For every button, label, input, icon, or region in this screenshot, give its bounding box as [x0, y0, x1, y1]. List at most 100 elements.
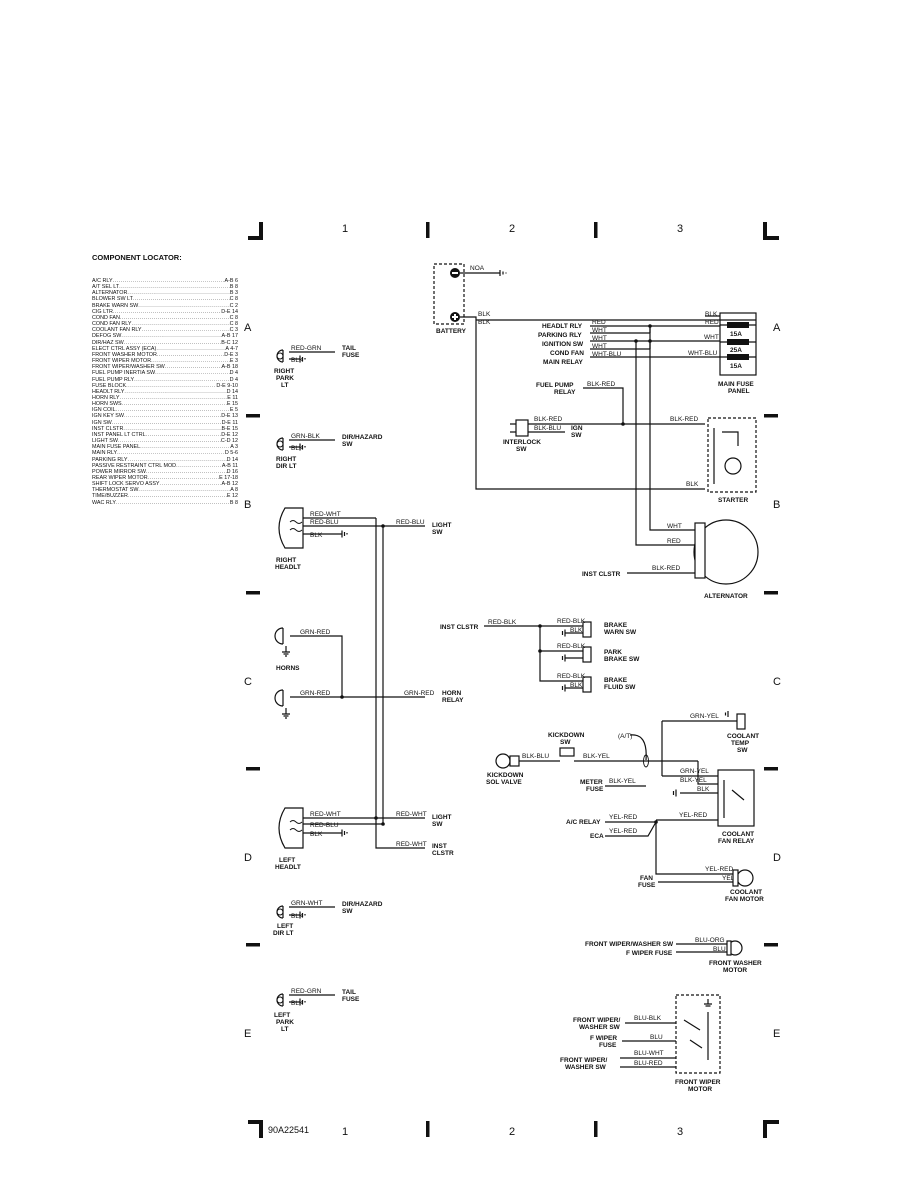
locator-row: WAC RLY ................................… — [92, 500, 238, 506]
locator-leader-dots: ........................................… — [115, 407, 230, 414]
row-label-b-right: B — [773, 499, 780, 511]
locator-row: IGN SW .................................… — [92, 420, 238, 426]
wire-yel-red-ac: YEL-RED — [609, 814, 637, 821]
row-label-c-left: C — [244, 676, 252, 688]
tail-fuse-label-2a: TAIL — [342, 989, 356, 996]
wire-blk-yel-relay: BLK-YEL — [680, 777, 707, 784]
wire-blk-red-alternator: BLK-RED — [652, 565, 680, 572]
interlock-sw: INTERLOCK SW — [503, 419, 541, 453]
brake-warn-sw-label-2: WARN SW — [604, 629, 637, 636]
ign-sw-label-1: IGN — [571, 425, 583, 432]
label-meter-fuse-2: FUSE — [586, 786, 604, 793]
locator-leader-dots: ........................................… — [127, 456, 227, 463]
component-locator-list: A/C RLY ................................… — [92, 278, 238, 506]
wire-blk-right-dir: BLK — [291, 445, 304, 452]
wire-blk-red-starter: BLK-RED — [670, 416, 698, 423]
label-noa: NOA — [470, 265, 485, 272]
label-f-wiper-fuse-2b: FUSE — [599, 1042, 617, 1049]
locator-component-name: A/T SEL LT — [92, 284, 120, 291]
front-wiper-motor: FRONT WIPER MOTOR — [675, 994, 721, 1093]
label-front-wiper-washer-sw-3b: WASHER SW — [565, 1064, 607, 1071]
wire-red-main-fuse: RED — [705, 319, 719, 326]
wire-red-grn-right-park: RED-GRN — [291, 345, 322, 352]
locator-row: INST PANEL LT CTRL .....................… — [92, 432, 238, 438]
tail-fuse-label-1a: TAIL — [342, 345, 356, 352]
locator-leader-dots: ........................................… — [123, 425, 222, 432]
locator-leader-dots: ........................................… — [127, 290, 230, 297]
coolant-fan-motor — [732, 869, 754, 887]
wire-red-wht-left-headlt: RED-WHT — [310, 811, 341, 818]
label-cond-fan: COND FAN — [550, 350, 584, 357]
locator-grid-ref: E 15 — [226, 401, 238, 408]
locator-leader-dots: ........................................… — [126, 382, 217, 389]
locator-component-name: CIG LTR — [92, 308, 113, 315]
wire-blu-washer: BLU — [713, 946, 726, 953]
wire-red-blk-park-brake: RED-BLK — [557, 643, 586, 650]
locator-row: ALTERNATOR .............................… — [92, 290, 238, 296]
locator-component-name: INST PANEL LT CTRL — [92, 431, 146, 438]
label-front-wiper-washer-sw: FRONT WIPER/WASHER SW — [585, 941, 674, 948]
label-fuel-pump-relay-1: FUEL PUMP — [536, 382, 574, 389]
kickdown-sw — [559, 747, 575, 757]
wire-grn-red-horn-1: GRN-RED — [300, 629, 331, 636]
corner-bracket-bottom-right — [763, 1120, 779, 1138]
label-front-wiper-washer-sw-2b: WASHER SW — [579, 1024, 621, 1031]
wire-wht-blu-fuse: WHT-BLU — [688, 350, 718, 357]
kickdown-sw-label-1: KICKDOWN — [548, 732, 585, 739]
locator-row: THERMOSTAT SW ..........................… — [92, 487, 238, 493]
left-dir-lt-label-2: DIR LT — [273, 930, 293, 937]
locator-grid-ref: E 3 — [229, 358, 238, 365]
locator-row: FRONT WASHER MOTOR .....................… — [92, 352, 238, 358]
locator-grid-ref: A 8 — [230, 487, 238, 494]
locator-grid-ref: D 16 — [226, 468, 238, 475]
front-washer-motor-label-2: MOTOR — [723, 967, 747, 974]
wire-wht-blu-main-relay: WHT-BLU — [592, 351, 622, 358]
tail-fuse-label-2b: FUSE — [342, 996, 360, 1003]
locator-component-name: BRAKE WARN SW — [92, 302, 139, 309]
kickdown-sw-label-2: SW — [560, 739, 571, 746]
main-fuse-panel: 15A 25A 15A MAIN FUSE PANEL — [718, 312, 757, 395]
column-label-2: 2 — [509, 223, 515, 235]
locator-component-name: INST CLSTR — [92, 425, 124, 432]
locator-leader-dots: ........................................… — [140, 444, 231, 451]
light-sw-label-1b: SW — [432, 529, 443, 536]
column-tick-top-1 — [426, 222, 430, 238]
locator-leader-dots: ........................................… — [134, 376, 229, 383]
locator-component-name: DIR/HAZ SW — [92, 339, 124, 346]
row-label-a-right: A — [773, 322, 781, 334]
main-fuse-panel-label-1: MAIN FUSE — [718, 381, 754, 388]
locator-row: FUEL PUMP INERTIA SW ...................… — [92, 370, 238, 376]
locator-row: FUSE BLOCK .............................… — [92, 383, 238, 389]
locator-grid-ref: C 8 — [229, 296, 238, 303]
wire-blk-yel-meter: BLK-YEL — [609, 778, 636, 785]
locator-grid-ref: D 5-6 — [224, 450, 238, 457]
wire-blk-left-headlt: BLK — [310, 831, 323, 838]
locator-leader-dots: ........................................… — [117, 450, 225, 457]
locator-component-name: HORN RLY — [92, 394, 120, 401]
wire-red-headlt: RED — [592, 319, 606, 326]
locator-row: FRONT WIPER/WASHER SW ..................… — [92, 364, 238, 370]
front-washer-motor-label-1: FRONT WASHER — [709, 960, 762, 967]
brake-fluid-sw: RED-BLK BLK BRAKE FLUID SW — [557, 673, 636, 693]
locator-row: COND FAN ...............................… — [92, 315, 238, 321]
brake-warn-sw: RED-BLK BLK BRAKE WARN SW — [557, 618, 637, 638]
locator-leader-dots: ........................................… — [111, 419, 222, 426]
component-locator: COMPONENT LOCATOR: A/C RLY .............… — [92, 253, 238, 506]
wire-blu-blk-wiper: BLU-BLK — [634, 1015, 662, 1022]
coolant-fan-relay: COOLANT FAN RELAY — [717, 769, 755, 845]
wire-blu-org-washer: BLU-ORG — [695, 937, 725, 944]
locator-component-name: HEADLT RLY — [92, 388, 125, 395]
locator-component-name: MAIN RLY — [92, 450, 118, 457]
wire-blk-starter: BLK — [686, 481, 699, 488]
column-label-1: 1 — [342, 223, 348, 235]
dir-hazard-sw-label-1b: SW — [342, 441, 353, 448]
front-wiper-motor-label-2: MOTOR — [688, 1086, 712, 1093]
wire-red-wht-inst-clstr: RED-WHT — [396, 841, 427, 848]
tail-fuse-label-1b: FUSE — [342, 352, 360, 359]
label-ignition-sw: IGNITION SW — [542, 341, 584, 348]
coolant-fan-motor-label-2: FAN MOTOR — [725, 896, 764, 903]
locator-component-name: A/C RLY — [92, 278, 113, 284]
wire-wht-ignition: WHT — [592, 335, 607, 342]
horns-label: HORNS — [276, 665, 300, 672]
locator-component-name: FRONT WIPER MOTOR — [92, 358, 152, 365]
